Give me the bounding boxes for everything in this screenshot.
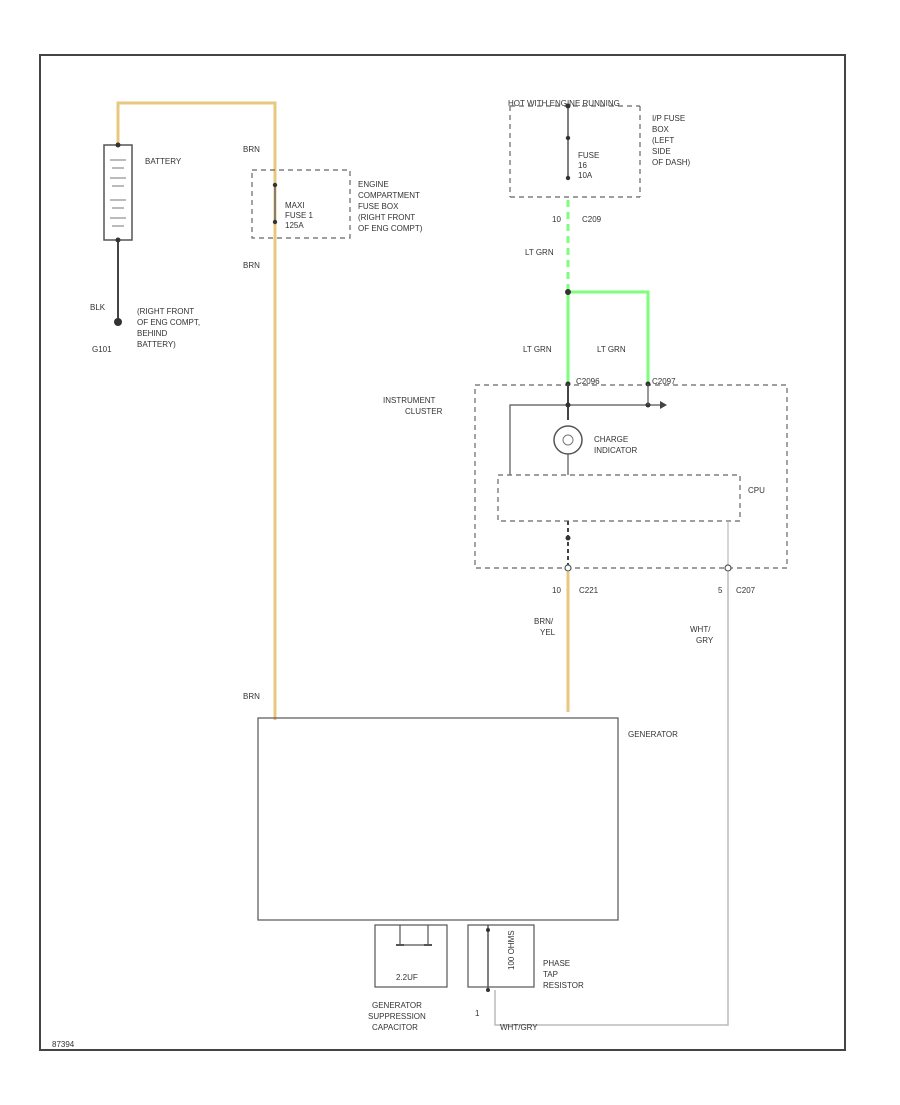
battery-label: BATTERY — [145, 157, 182, 166]
wire-brn-yel-label-2: YEL — [540, 628, 556, 637]
charge-indicator-line-2: INDICATOR — [594, 446, 637, 455]
maxi-fuse-node-top — [272, 182, 278, 188]
ground-location-line-1: (RIGHT FRONT — [137, 307, 194, 316]
ip-fuse-box-desc-3: (LEFT — [652, 136, 674, 145]
battery-bottom-node — [115, 237, 121, 243]
fuse-16-line-3: 10A — [578, 171, 593, 180]
resistor-box — [467, 924, 535, 988]
ground-id-label: G101 — [92, 345, 112, 354]
wire-brn-label-mid: BRN — [243, 261, 260, 270]
wire-ltgrn-label-top: LT GRN — [525, 248, 554, 257]
ip-fuse-box-desc-4: SIDE — [652, 147, 671, 156]
engine-fuse-box-desc-5: OF ENG COMPT) — [358, 224, 423, 233]
conn-c2097-label: C2097 — [652, 377, 676, 386]
ground-location-line-3: BEHIND — [137, 329, 167, 338]
splice-node — [565, 289, 571, 295]
ground-icon — [114, 318, 122, 326]
conn-c2096-label: C2096 — [576, 377, 600, 386]
wire-battery-positive-brn — [116, 101, 277, 720]
fuse-16-line-2: 16 — [578, 161, 587, 170]
conn-c221-pin — [564, 564, 572, 572]
ground-location-line-4: BATTERY) — [137, 340, 176, 349]
ip-fuse-box-desc-5: OF DASH) — [652, 158, 691, 167]
battery-wire-blk-label: BLK — [90, 303, 106, 312]
wire-brn-yel-label-1: BRN/ — [534, 617, 554, 626]
figure-id: 87394 — [52, 1040, 75, 1049]
ip-fuse-box-desc-1: I/P FUSE — [652, 114, 685, 123]
battery-symbol — [103, 144, 133, 241]
cpu-out-node — [565, 535, 571, 541]
c207-pin: 5 — [718, 586, 723, 595]
instrument-cluster-outline — [474, 384, 788, 569]
cluster-internal-bus — [509, 404, 660, 475]
ip-fuse-box-desc-2: BOX — [652, 125, 670, 134]
capacitor-box — [374, 924, 448, 988]
charge-indicator-bulb-icon — [553, 425, 583, 455]
engine-fuse-box-desc-4: (RIGHT FRONT — [358, 213, 415, 222]
wire-ltgrn-label-left: LT GRN — [523, 345, 552, 354]
resistor-label-1: PHASE — [543, 959, 570, 968]
c209-label: C209 — [582, 215, 602, 224]
resistor-label-2: TAP — [543, 970, 558, 979]
capacitor-label-2: SUPPRESSION — [368, 1012, 426, 1021]
ip-fuse-power-label: HOT WITH ENGINE RUNNING — [508, 99, 620, 108]
charge-indicator-line-1: CHARGE — [594, 435, 628, 444]
resistor-label-3: RESISTOR — [543, 981, 584, 990]
wire-brn-label-bottom: BRN — [243, 692, 260, 701]
wire-wht-gry-bottom-label: WHT/GRY — [500, 1023, 538, 1032]
cluster-bus-node-left — [565, 402, 571, 408]
cpu-label: CPU — [748, 486, 765, 495]
generator-box — [257, 717, 619, 921]
c209-pin: 10 — [552, 215, 561, 224]
generator-label: GENERATOR — [628, 730, 678, 739]
capacitor-value: 2.2UF — [396, 973, 418, 982]
maxi-fuse-line-2: FUSE 1 — [285, 211, 314, 220]
ground-location-line-2: OF ENG COMPT, — [137, 318, 200, 327]
battery-top-node — [115, 142, 121, 148]
diagram-frame — [39, 54, 846, 1051]
engine-fuse-box-desc-2: COMPARTMENT — [358, 191, 420, 200]
capacitor-label-1: GENERATOR — [372, 1001, 422, 1010]
capacitor-label-3: CAPACITOR — [372, 1023, 418, 1032]
fuse-16-line-1: FUSE — [578, 151, 599, 160]
resistor-node-top — [486, 928, 490, 932]
cluster-label-2: CLUSTER — [405, 407, 443, 416]
engine-fuse-box-outline — [251, 169, 351, 239]
c221-pin: 10 — [552, 586, 561, 595]
wire-brn-label-top: BRN — [243, 145, 260, 154]
wire-ltgrn-split — [566, 290, 650, 383]
c221-label: C221 — [579, 586, 599, 595]
fuse-16-node-top — [565, 135, 571, 141]
bulb-filament-icon — [562, 434, 574, 446]
maxi-fuse-node-bottom — [272, 219, 278, 225]
wire-wht-gry-label-1: WHT/ — [690, 625, 711, 634]
fuse-16-node-bottom — [565, 175, 571, 181]
resistor-value: 100 OHMS — [507, 930, 516, 970]
wire-wht-gry-label-2: GRY — [696, 636, 714, 645]
conn-c207-pin — [724, 564, 732, 572]
maxi-fuse-line-3: 125A — [285, 221, 304, 230]
capacitor-icon — [399, 925, 429, 946]
generator-pin-1: 1 — [475, 1009, 480, 1018]
arrow-right-icon — [660, 401, 667, 409]
resistor-node-bottom — [486, 988, 490, 992]
cpu-outline — [497, 474, 741, 522]
ip-fuse-feed-node — [565, 103, 571, 109]
wire-wht-gry — [494, 572, 729, 1026]
wire-ltgrn-label-right: LT GRN — [597, 345, 626, 354]
cluster-label-1: INSTRUMENT — [383, 396, 436, 405]
c207-label: C207 — [736, 586, 756, 595]
maxi-fuse-line-1: MAXI — [285, 201, 305, 210]
engine-fuse-box-desc-1: ENGINE — [358, 180, 389, 189]
engine-fuse-box-desc-3: FUSE BOX — [358, 202, 399, 211]
